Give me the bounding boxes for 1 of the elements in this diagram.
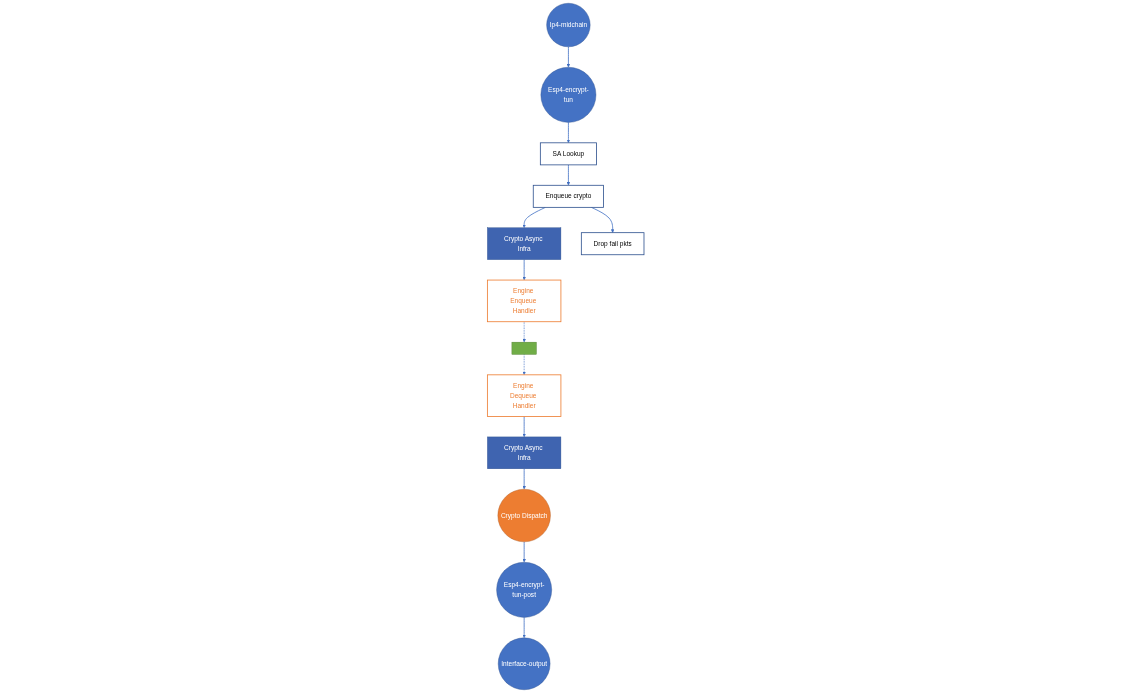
node-box — [512, 341, 537, 355]
